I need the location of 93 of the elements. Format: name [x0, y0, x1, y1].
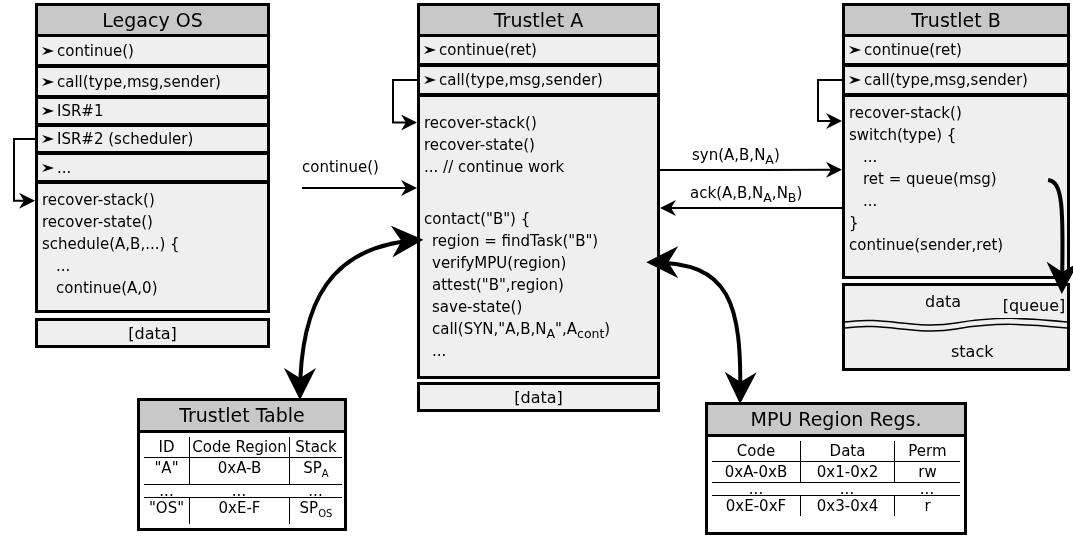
function-name: ISR#2 (scheduler) [57, 130, 194, 148]
edge-label: syn(A,B,N$_{A}$) [690, 146, 782, 167]
code-line: contact("B") { [424, 209, 531, 229]
code-line: recover-state() [42, 212, 153, 232]
code-line: continue(sender,ret) [849, 235, 1004, 255]
module-title: Legacy OS [102, 8, 203, 33]
function-name: ISR#1 [57, 102, 104, 120]
memory-label: stack [951, 342, 994, 362]
arrow [392, 79, 418, 131]
table-cell: 0xA-0xB [712, 462, 800, 483]
table-cell: "A" [144, 458, 189, 485]
code-line: ... [56, 256, 71, 276]
table-cell: r [894, 496, 960, 516]
arrow [284, 227, 424, 400]
data-label: [data] [514, 387, 563, 407]
table-cell: SP$_{A}$ [289, 458, 342, 485]
edge-label: continue() [300, 158, 381, 176]
entry-point-row [417, 34, 660, 66]
code-line: ret = queue(msg) [863, 169, 997, 189]
arrow [13, 138, 36, 209]
table-cell: 0x3-0x4 [800, 496, 894, 516]
memory-label: data [925, 292, 962, 312]
table-cell: ID [144, 437, 189, 458]
table-cell: Stack [289, 437, 342, 458]
function-name: call(type,msg,sender) [57, 72, 221, 91]
code-line: } [849, 213, 859, 233]
function-name: call(type,msg,sender) [439, 71, 603, 89]
table-cell: rw [894, 462, 960, 483]
table-cell: ... [894, 483, 960, 496]
code-line: ... [863, 147, 878, 167]
code-line: region = findTask("B") [432, 231, 599, 251]
table-cell: Data [800, 441, 894, 462]
data-box [417, 382, 660, 412]
function-name: call(type,msg,sender) [864, 71, 1028, 89]
code-line: save-state() [432, 297, 523, 317]
table-card [705, 402, 967, 535]
module-box [35, 3, 270, 313]
entry-point-row [35, 124, 270, 154]
entry-point-row [35, 152, 270, 183]
table-cell: Perm [894, 441, 960, 462]
data-box [35, 318, 270, 348]
entry-point-row [35, 65, 270, 98]
table-cell: SP$_{OS}$ [289, 498, 342, 524]
module-box [842, 3, 1070, 279]
table-cell: ... [712, 483, 800, 496]
code-line: switch(type) { [849, 125, 957, 145]
function-name: continue() [57, 41, 134, 60]
module-box [417, 3, 660, 379]
function-name: ... [57, 158, 72, 177]
table-cell: Code [712, 441, 800, 462]
code-line: ... [432, 341, 447, 361]
code-line: call(SYN,"A,B,N$_{A}$",A$_{cont}$) [432, 319, 611, 343]
table-card [137, 398, 347, 531]
table-cell: 0xA-B [189, 458, 289, 485]
function-name: continue(ret) [864, 41, 962, 59]
code-line: attest("B",region) [432, 275, 564, 295]
code-line: verifyMPU(region) [432, 253, 567, 273]
memory-box [842, 283, 1070, 371]
entry-point-row [35, 96, 270, 126]
edge-label: ack(A,B,N$_{A}$,N$_{B}$) [688, 184, 805, 205]
table-title: Trustlet Table [179, 403, 305, 428]
entry-point-row [417, 64, 660, 96]
data-label: [queue] [1002, 295, 1066, 315]
function-name: continue(ret) [439, 41, 537, 59]
code-line: recover-stack() [849, 103, 962, 123]
code-line: recover-stack() [42, 190, 155, 210]
table-cell: ... [144, 485, 189, 498]
code-line: ... [863, 191, 878, 211]
module-title: Trustlet A [493, 8, 584, 33]
arrow [646, 247, 757, 404]
entry-point-row [842, 64, 1070, 96]
table-cell: 0xE-F [189, 498, 289, 524]
table-cell-text: 0xE-0xF [724, 496, 788, 516]
data-label: [data] [128, 323, 177, 343]
table-cell: ... [289, 485, 342, 498]
table-cell: 0x1-0x2 [800, 462, 894, 483]
arrow [660, 200, 843, 216]
entry-point-row [842, 34, 1070, 66]
table-cell: ... [189, 485, 289, 498]
table-cell-text: "OS" [147, 498, 186, 519]
code-line: continue(A,0) [56, 278, 158, 298]
module-title: Trustlet B [911, 8, 1001, 33]
code-line: recover-stack() [424, 113, 537, 133]
table-title: MPU Region Regs. [750, 407, 922, 432]
code-line: recover-state() [424, 135, 535, 155]
table-cell: Code Region [189, 437, 289, 458]
arrow [659, 161, 842, 178]
arrow [817, 79, 843, 129]
entry-point-row [35, 34, 270, 67]
code-line: ... // continue work [424, 157, 565, 177]
code-line: schedule(A,B,...) { [42, 234, 180, 254]
arrow [301, 180, 417, 197]
table-cell: ... [800, 483, 894, 496]
